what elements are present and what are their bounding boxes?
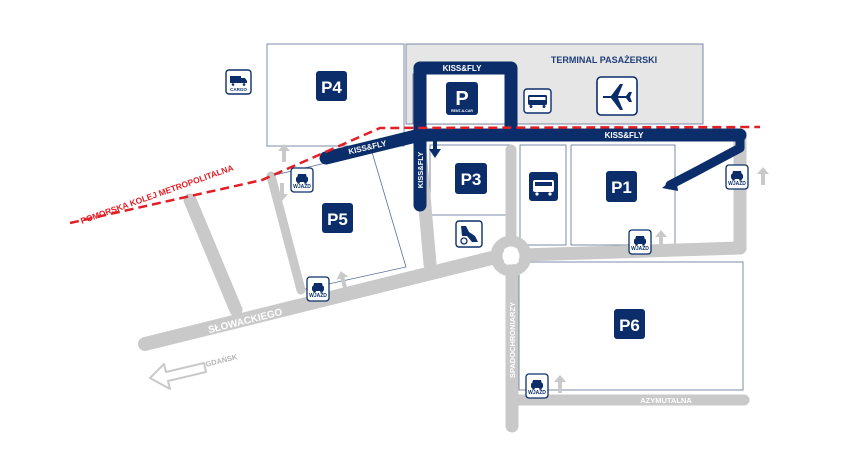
kiss-fly-to-p1	[665, 130, 745, 190]
entrance-label-p5-north: WJAZD	[293, 184, 311, 190]
bus-icon	[529, 172, 558, 201]
roundabout-island	[502, 247, 520, 265]
p1-label: P1	[611, 178, 632, 197]
street-spadochroniarzy: SPADOCHRONIARZY	[508, 302, 517, 378]
rail-label: POMORSKA KOLEJ METROPOLITALNA	[79, 163, 235, 226]
kiss-fly-label-top: KISS&FLY	[443, 64, 482, 73]
kiss-fly-p1-arrow	[662, 177, 678, 191]
rent-a-car-letter: P	[455, 88, 468, 110]
kiss-fly-loop	[413, 61, 518, 212]
truck-icon: CARGO	[225, 69, 252, 95]
kiss-fly-diagonal	[319, 128, 427, 165]
gdansk-arrow	[149, 362, 207, 390]
entrance-label-p6: WJAZD	[528, 390, 546, 396]
p6-label: P6	[619, 316, 640, 335]
road-p5-west	[266, 171, 306, 295]
entrance-p5-south: WJAZD	[306, 276, 330, 302]
p1-badge: P1	[606, 171, 637, 202]
p4-badge: P4	[316, 71, 347, 101]
wheelchair-icon	[455, 220, 483, 248]
kiss-fly-p3-arrow	[429, 149, 441, 158]
kiss-fly-route	[319, 61, 747, 212]
rent-a-car-text: RENT-A-CAR	[451, 109, 473, 113]
p4-label: P4	[321, 78, 342, 97]
street-gdansk: GDAŃSK	[205, 352, 239, 369]
entrance-east: WJAZD	[725, 164, 749, 190]
p3-label: P3	[461, 170, 482, 189]
street-azymutalna: AZYMUTALNA	[640, 396, 692, 405]
airplane-icon	[596, 76, 638, 116]
entrance-label-p5-south: WJAZD	[309, 293, 327, 299]
kiss-fly-label-right: KISS&FLY	[605, 131, 644, 140]
terminal-title: TERMINAL PASAŻERSKI	[551, 55, 657, 65]
entrance-p5-north: WJAZD	[290, 167, 314, 193]
p5-label: P5	[327, 210, 348, 229]
p3-badge: P3	[455, 163, 487, 194]
roundabout	[490, 235, 532, 277]
cargo-label: CARGO	[230, 87, 247, 92]
p6-badge: P6	[614, 309, 645, 339]
entrance-label-east: WJAZD	[728, 181, 746, 187]
entrance-p1: WJAZD	[628, 229, 652, 255]
entrance-p6: WJAZD	[525, 373, 549, 399]
road-left-connector	[183, 193, 243, 317]
bus-icon-terminal	[523, 88, 552, 114]
rail-line	[69, 125, 761, 225]
kiss-fly-label-vertical: KISS&FLY	[416, 152, 425, 188]
entrance-label-p1: WJAZD	[631, 246, 649, 252]
rent-a-car-badge: P RENT-A-CAR	[446, 82, 478, 115]
p5-badge: P5	[322, 203, 353, 233]
